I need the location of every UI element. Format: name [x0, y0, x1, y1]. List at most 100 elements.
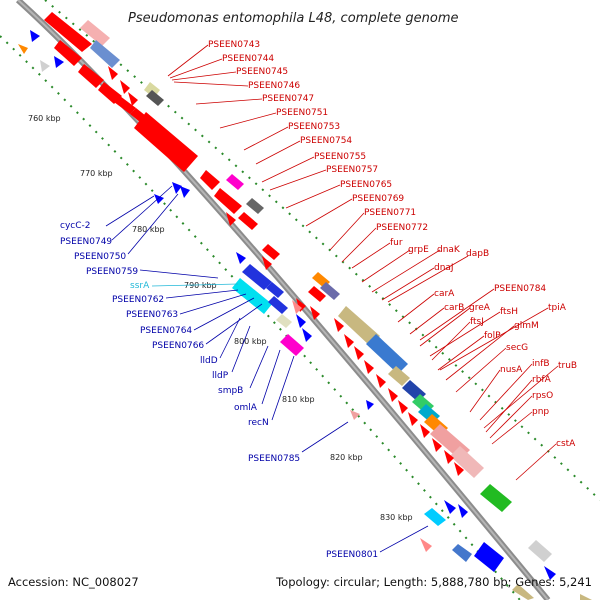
gene-0769[interactable] [200, 170, 220, 190]
gene-0801[interactable] [424, 508, 446, 526]
label-folP[interactable]: folP [484, 331, 501, 341]
label-ftsJ[interactable]: ftsJ [470, 317, 484, 327]
label-nusA[interactable]: nusA [500, 365, 523, 375]
forward-strand-genes [44, 12, 592, 600]
label-carB[interactable]: carB [444, 303, 464, 313]
label-glmM[interactable]: glmM [514, 321, 539, 331]
gene-0762[interactable] [232, 278, 272, 314]
gene-0747[interactable] [78, 64, 104, 88]
label-pseen0754[interactable]: PSEEN0754 [300, 136, 352, 146]
label-dnaK[interactable]: dnaK [437, 245, 461, 255]
label-pseen0766[interactable]: PSEEN0766 [152, 341, 204, 351]
gene-nusA[interactable] [528, 540, 552, 562]
label-grpE[interactable]: grpE [408, 245, 429, 255]
gene-cstA[interactable] [480, 484, 512, 512]
gene-greA[interactable] [388, 366, 410, 386]
label-pseen0755[interactable]: PSEEN0755 [314, 152, 366, 162]
label-carA[interactable]: carA [434, 289, 455, 299]
label-pseen0765[interactable]: PSEEN0765 [340, 180, 392, 190]
label-pseen0784[interactable]: PSEEN0784 [494, 284, 546, 294]
label-pseen0764[interactable]: PSEEN0764 [140, 326, 192, 336]
gene-0751[interactable] [98, 82, 122, 104]
label-ftsH[interactable]: ftsH [500, 307, 518, 317]
label-pseen0751[interactable]: PSEEN0751 [276, 108, 328, 118]
gene-infB[interactable] [512, 584, 534, 600]
gene-carB[interactable] [366, 334, 408, 374]
gene-ssrA[interactable] [236, 252, 246, 264]
label-pseen0750[interactable]: PSEEN0750 [74, 252, 126, 262]
gene-0749[interactable] [172, 182, 182, 194]
gene-0744[interactable] [80, 20, 110, 46]
label-pseen0747[interactable]: PSEEN0747 [262, 94, 314, 104]
label-dnaJ[interactable]: dnaJ [434, 263, 454, 273]
gene-0784[interactable] [320, 282, 340, 300]
label-pnp[interactable]: pnp [532, 407, 549, 417]
label-pseen0785[interactable]: PSEEN0785 [248, 454, 300, 464]
gene-dnaJ[interactable] [308, 286, 326, 302]
gene-0763[interactable] [242, 264, 272, 290]
gene-0759[interactable] [154, 194, 164, 204]
gene-lldP[interactable] [280, 334, 304, 356]
tick-760: 760 kbp [28, 114, 61, 123]
label-cstA[interactable]: cstA [556, 439, 576, 449]
label-pseen0743[interactable]: PSEEN0743 [208, 40, 260, 50]
gene-0765[interactable] [146, 90, 164, 106]
label-secG[interactable]: secG [506, 343, 528, 353]
gene-0753[interactable] [114, 96, 136, 114]
label-pseen0745[interactable]: PSEEN0745 [236, 67, 288, 77]
label-lldD[interactable]: lldD [200, 356, 218, 366]
gene-lldD[interactable] [276, 314, 292, 328]
gene-0745[interactable] [90, 40, 120, 68]
label-pseen0771[interactable]: PSEEN0771 [364, 208, 416, 218]
label-pseen0746[interactable]: PSEEN0746 [248, 81, 300, 91]
gene-dnaK[interactable] [262, 244, 280, 260]
gene-omlA[interactable] [302, 328, 312, 342]
label-dapB[interactable]: dapB [466, 249, 489, 259]
gene-carA[interactable] [338, 306, 380, 346]
label-pseen0749[interactable]: PSEEN0749 [60, 237, 112, 247]
gene-0785[interactable] [350, 410, 360, 420]
gene-0743[interactable] [44, 12, 92, 52]
label-pseen0763[interactable]: PSEEN0763 [126, 310, 178, 320]
gene-grpE[interactable] [238, 212, 258, 230]
label-fur[interactable]: fur [390, 238, 403, 248]
label-pseen0759[interactable]: PSEEN0759 [86, 267, 138, 277]
label-pseen0762[interactable]: PSEEN0762 [112, 295, 164, 305]
gene-0750[interactable] [180, 186, 190, 198]
label-pseen0753[interactable]: PSEEN0753 [288, 122, 340, 132]
gene-smpB[interactable] [296, 314, 306, 328]
reverse-strand-genes [18, 30, 556, 580]
gene-recN[interactable] [292, 300, 302, 314]
gene-fur[interactable] [246, 198, 264, 214]
gene-secG[interactable] [450, 446, 484, 478]
gene-0771[interactable] [226, 174, 244, 190]
gene-0764[interactable] [266, 282, 284, 298]
label-rpsO[interactable]: rpsO [532, 391, 553, 401]
tick-820: 820 kbp [330, 453, 363, 462]
map-title: Pseudomonas entomophila L48, complete ge… [128, 11, 459, 26]
label-ssrA[interactable]: ssrA [130, 281, 150, 291]
label-pseen0757[interactable]: PSEEN0757 [326, 165, 378, 175]
label-truB[interactable]: truB [558, 361, 577, 371]
label-recN[interactable]: recN [248, 418, 269, 428]
tick-830: 830 kbp [380, 513, 413, 522]
gene-0746[interactable] [54, 40, 82, 66]
label-omlA[interactable]: omlA [234, 403, 258, 413]
label-pseen0744[interactable]: PSEEN0744 [222, 54, 274, 64]
label-rbfA[interactable]: rbfA [532, 375, 552, 385]
label-smpB[interactable]: smpB [218, 386, 243, 396]
label-cycC-2[interactable]: cycC-2 [60, 221, 90, 231]
gene-0755[interactable] [134, 112, 198, 172]
top-strand-labels: PSEEN0743 PSEEN0744 PSEEN0745 PSEEN0746 … [167, 40, 577, 481]
label-lldP[interactable]: lldP [212, 371, 229, 381]
label-pseen0772[interactable]: PSEEN0772 [376, 223, 428, 233]
label-tpiA[interactable]: tpiA [548, 303, 567, 313]
label-infB[interactable]: infB [532, 359, 550, 369]
gene-0766[interactable] [268, 296, 288, 314]
gene-cycC-2[interactable] [18, 44, 28, 54]
gene-0772[interactable] [214, 188, 242, 214]
label-pseen0769[interactable]: PSEEN0769 [352, 194, 404, 204]
label-pseen0801[interactable]: PSEEN0801 [326, 550, 378, 560]
label-greA[interactable]: greA [469, 303, 491, 313]
